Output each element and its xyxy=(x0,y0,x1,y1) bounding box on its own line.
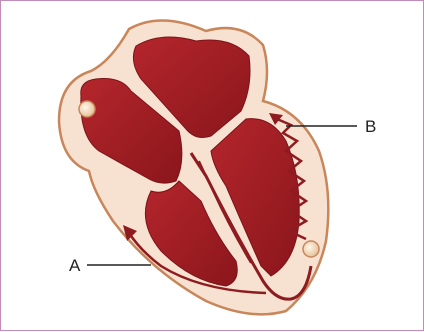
label-a: A xyxy=(69,256,81,275)
av-node xyxy=(303,241,319,257)
sa-node xyxy=(79,101,95,117)
label-b: B xyxy=(365,117,376,136)
